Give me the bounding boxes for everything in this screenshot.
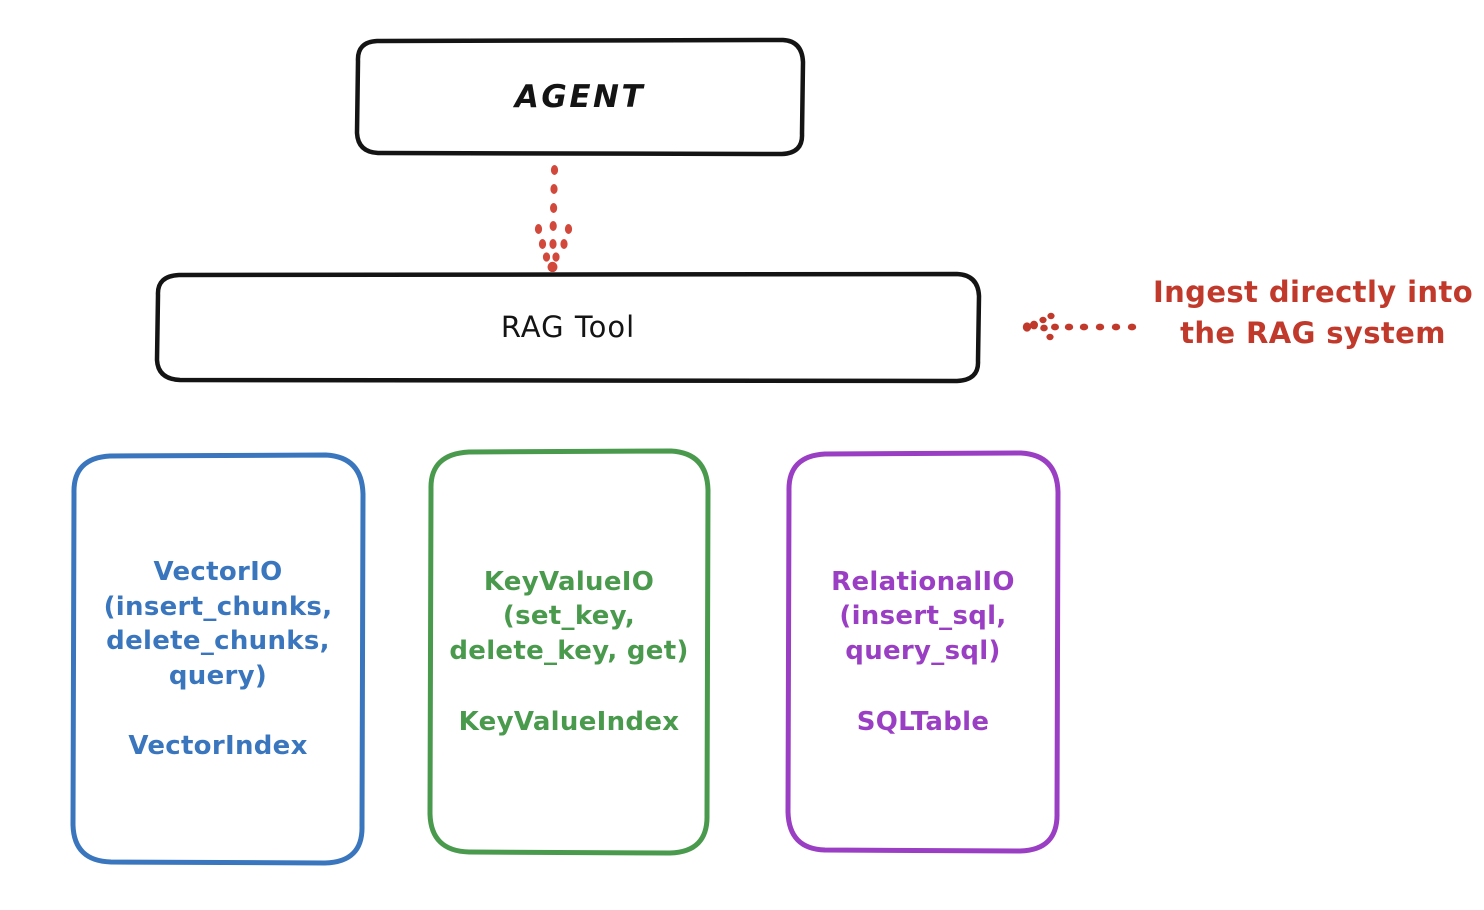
node-rag-tool[interactable]: RAG Tool: [154, 271, 982, 384]
annotation-ingest-text: Ingest directly into the RAG system: [1152, 275, 1474, 350]
node-vector-io-label-primary: VectorIO (insert_chunks, delete_chunks, …: [103, 557, 333, 691]
node-relational-io-label-secondary: SQLTable: [856, 706, 990, 737]
dotted-arrow-down-icon: [534, 165, 573, 273]
node-relational-io-label-primary: RelationalIO (insert_sql, query_sql): [831, 566, 1015, 666]
node-key-value-io-label-secondary: KeyValueIndex: [458, 706, 680, 737]
node-vector-io[interactable]: VectorIO (insert_chunks, delete_chunks, …: [70, 452, 366, 867]
node-relational-io[interactable]: RelationalIO (insert_sql, query_sql) SQL…: [785, 450, 1061, 854]
node-agent[interactable]: AGENT: [354, 37, 806, 157]
node-vector-io-label-secondary: VectorIndex: [128, 731, 308, 762]
annotation-ingest: Ingest directly into the RAG system: [1020, 272, 1473, 382]
node-rag-tool-label: RAG Tool: [500, 309, 636, 344]
node-agent-label: AGENT: [514, 78, 646, 115]
edge-ingest-into-rag: [1020, 306, 1140, 346]
node-key-value-io-label-primary: KeyValueIO (set_key, delete_key, get): [449, 566, 689, 666]
node-key-value-io[interactable]: KeyValueIO (set_key, delete_key, get) Ke…: [427, 448, 711, 856]
edge-agent-to-rag-tool: [500, 160, 620, 273]
dotted-arrow-left-icon: [1022, 312, 1137, 341]
